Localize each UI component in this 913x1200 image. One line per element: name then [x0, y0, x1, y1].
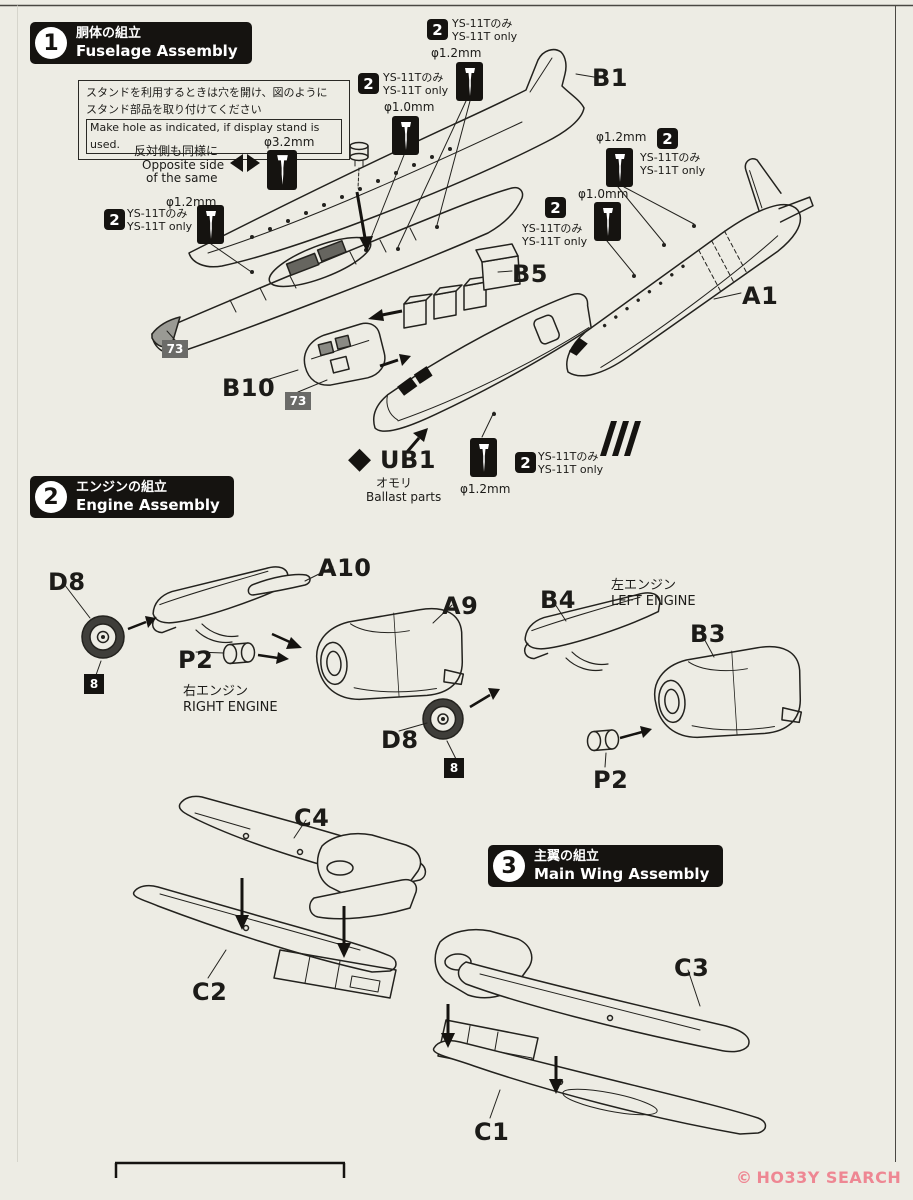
opposite-note-en2: of the same — [146, 171, 218, 185]
stand-note-jp2: スタンド部品を取り付けてください — [86, 102, 262, 116]
part-label-a9: A9 — [442, 592, 479, 620]
ys11t-only-jp: YS-11Tのみ — [640, 151, 701, 164]
watermark-text: HO33Y SEARCH — [756, 1168, 902, 1187]
awl-icon — [614, 153, 625, 182]
copyright-icon: © — [736, 1168, 753, 1187]
drill-indicator — [456, 62, 483, 101]
hole-diameter-label: φ1.0mm — [578, 187, 629, 201]
stand-note: スタンドを利用するときは穴を開け、図のように スタンド部品を取り付けてください … — [78, 80, 350, 160]
variant-badge: 2 — [104, 209, 125, 230]
part-label-a10: A10 — [318, 554, 372, 582]
part-label-d8: D8 — [381, 726, 419, 754]
variant-badge: 2 — [545, 197, 566, 218]
ys11t-only-en: YS-11T only — [452, 30, 518, 43]
part-label-p2: P2 — [593, 766, 629, 794]
drill-indicator — [606, 148, 633, 187]
stand-note-jp1: スタンドを利用するときは穴を開け、図のように — [86, 86, 328, 99]
variant-badge: 2 — [657, 128, 678, 149]
drill-indicator — [267, 150, 297, 190]
step1-number: 1 — [35, 27, 67, 59]
awl-icon — [400, 121, 411, 150]
opposite-note-jp: 反対側も同様に — [134, 144, 219, 158]
part-label-b1: B1 — [592, 64, 628, 92]
ys11t-only-jp: YS-11Tのみ — [538, 450, 599, 463]
variant-badge: 2 — [358, 73, 379, 94]
right-engine-label-jp: 右エンジン — [183, 684, 249, 699]
drill-indicator — [392, 116, 419, 155]
stand-note-en: Make hole as indicated, if display stand… — [86, 119, 342, 154]
ys11t-only-en: YS-11T only — [127, 220, 193, 233]
awl-icon — [478, 443, 489, 472]
part-label-c1: C1 — [474, 1118, 510, 1146]
part-label-c3: C3 — [674, 954, 710, 982]
part-label-b5: B5 — [512, 260, 548, 288]
double-arrow-icon — [228, 146, 262, 184]
left-engine-label-jp: 左エンジン — [611, 578, 677, 593]
part-label-c4: C4 — [294, 804, 330, 832]
ys11t-only-jp: YS-11Tのみ — [127, 207, 188, 220]
step3-header: 3 主翼の組立 Main Wing Assembly — [488, 845, 724, 887]
awl-icon — [205, 210, 216, 239]
drill-indicator — [197, 205, 224, 244]
ys11t-only-jp: YS-11Tのみ — [452, 17, 513, 30]
ys11t-only-en: YS-11T only — [538, 463, 604, 476]
left-engine-label-en: LEFT ENGINE — [611, 594, 696, 609]
ys11t-only-en: YS-11T only — [522, 235, 588, 248]
hole-diameter-label: φ1.2mm — [596, 130, 647, 144]
step1-header: 1 胴体の組立 Fuselage Assembly — [30, 22, 252, 64]
ballast-diamond-icon: ◆ — [348, 441, 372, 476]
opposite-note-en1: Opposite side — [142, 158, 225, 172]
drill-indicator — [470, 438, 497, 477]
paint-callout-8: 8 — [444, 758, 464, 778]
part-label-c2: C2 — [192, 978, 228, 1006]
step1-title-jp: 胴体の組立 — [76, 26, 142, 42]
hole-diameter-label: φ1.2mm — [460, 482, 511, 496]
awl-icon — [602, 207, 613, 236]
ys11t-only-jp: YS-11Tのみ — [522, 222, 583, 235]
awl-icon — [276, 155, 288, 185]
right-engine-label-en: RIGHT ENGINE — [183, 700, 278, 715]
step3-title-jp: 主翼の組立 — [534, 849, 600, 865]
hobbysearch-watermark: © HO33Y SEARCH — [736, 1168, 901, 1187]
step2-title-jp: エンジンの組立 — [76, 480, 168, 496]
paint-callout-73: 73 — [285, 392, 311, 410]
step3-title-en: Main Wing Assembly — [534, 864, 710, 883]
step1-title-en: Fuselage Assembly — [76, 41, 238, 60]
ballast-label-en: Ballast parts — [366, 490, 442, 504]
part-label-b10: B10 — [222, 374, 276, 402]
part-label-p2: P2 — [178, 646, 214, 674]
ys11t-only-jp: YS-11Tのみ — [383, 71, 444, 84]
part-label-b4: B4 — [540, 586, 576, 614]
ys11t-only-en: YS-11T only — [383, 84, 449, 97]
variant-badge: 2 — [515, 452, 536, 473]
part-label-b3: B3 — [690, 620, 726, 648]
step3-number: 3 — [493, 850, 525, 882]
ys11t-only-en: YS-11T only — [640, 164, 706, 177]
hole-diameter-label: φ1.2mm — [431, 46, 482, 60]
ballast-label-jp: オモリ — [376, 476, 413, 490]
paint-callout-8: 8 — [84, 674, 104, 694]
part-label-d8: D8 — [48, 568, 86, 596]
part-label-ub1: UB1 — [380, 446, 436, 474]
awl-icon — [464, 67, 475, 96]
hole-diameter-label: φ1.0mm — [384, 100, 435, 114]
variant-badge: 2 — [427, 19, 448, 40]
paint-callout-73: 73 — [162, 340, 188, 358]
step2-title-en: Engine Assembly — [76, 495, 220, 514]
drill-indicator — [594, 202, 621, 241]
step2-header: 2 エンジンの組立 Engine Assembly — [30, 476, 234, 518]
hole-diameter-label: φ3.2mm — [264, 135, 315, 149]
part-label-a1: A1 — [742, 282, 779, 310]
step2-number: 2 — [35, 481, 67, 513]
